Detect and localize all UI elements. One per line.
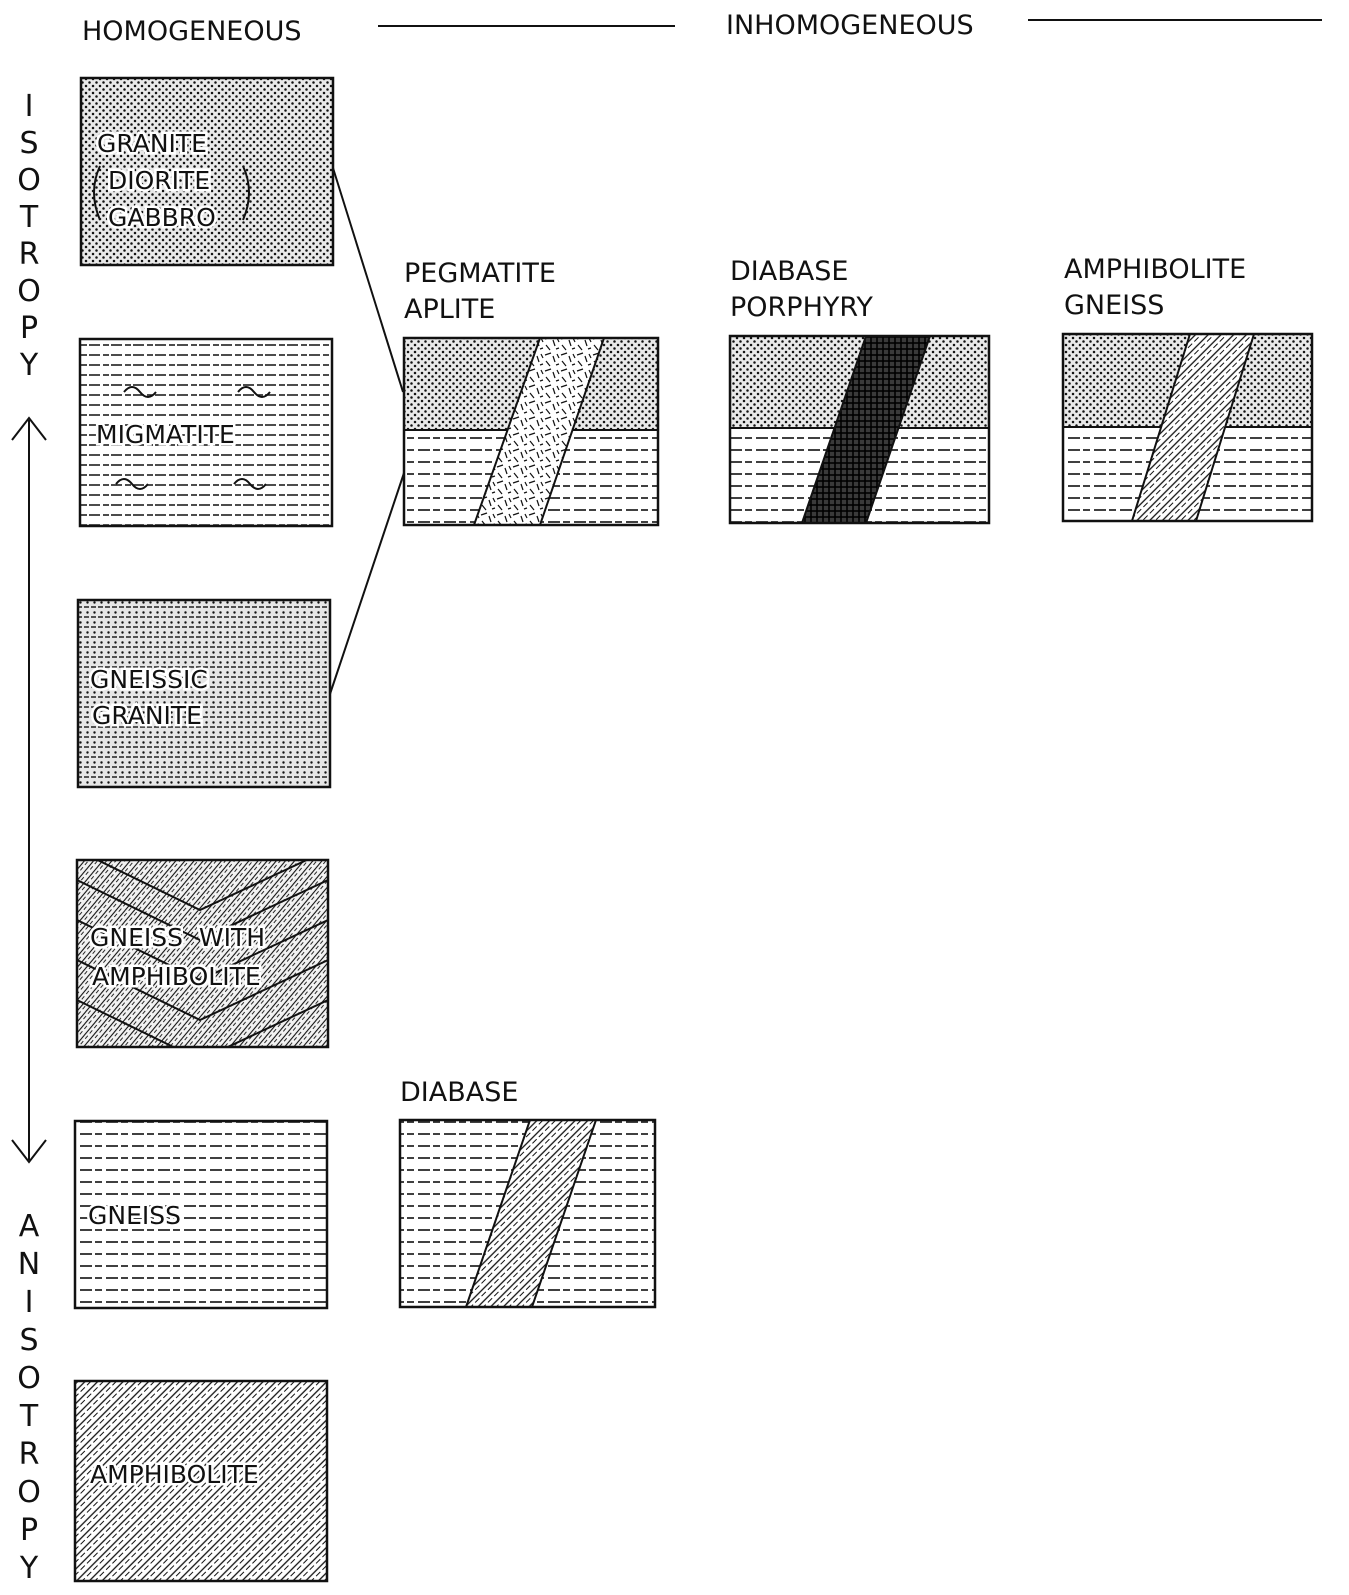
chevron-bands (77, 860, 328, 1047)
diabase-label: DIABASE (400, 1077, 518, 1108)
aplite-label: APLITE (404, 294, 495, 325)
amphibolite-label: AMPHIBOLITE (90, 1460, 259, 1489)
amphibolite-gneiss-label-2: GNEISS (1064, 290, 1164, 321)
gneissic-label: GNEISSIC (90, 665, 208, 694)
isotropy-letter-1: I (25, 89, 34, 124)
pegmatite-label: PEGMATITE (404, 258, 556, 289)
anisotropy-letter-5: O (17, 1361, 41, 1396)
isotropy-letter-4: T (19, 200, 39, 235)
migmatite-label: MIGMATITE (96, 420, 235, 449)
bracket-left (93, 165, 101, 221)
isotropy-letter-5: R (19, 237, 40, 272)
amphibolite-box: AMPHIBOLITE (73, 1379, 329, 1583)
gneiss-with-label: GNEISS WITH (90, 923, 265, 952)
gneissic-granite-label: GRANITE (92, 701, 202, 730)
isotropy-letter-7: P (20, 311, 38, 346)
header-inhomogeneous: INHOMOGENEOUS (726, 10, 974, 41)
isotropy-letter-2: S (19, 126, 38, 161)
amphibolite-line-label: AMPHIBOLITE (92, 962, 261, 991)
arrow-head-down (11, 1139, 47, 1164)
squiggle-2 (237, 386, 271, 398)
gneiss-box: GNEISS (73, 1119, 329, 1310)
anisotropy-letter-9: P (20, 1513, 38, 1548)
connector-gneissic-granite-to-pegmatite (329, 469, 406, 695)
granite-box: GRANITE DIORITE GABBRO (79, 76, 335, 267)
anisotropy-letter-2: N (18, 1247, 40, 1282)
migmatite-box: MIGMATITE (78, 337, 334, 528)
diabase-box (398, 1118, 657, 1309)
squiggle-4 (233, 478, 267, 490)
diabase-porphyry-label-1: DIABASE (730, 256, 848, 287)
bracket-right (242, 165, 250, 221)
anisotropy-letter-1: A (19, 1209, 40, 1244)
anisotropy-letter-10: Y (19, 1551, 39, 1586)
diabase-porphyry-label-2: PORPHYRY (730, 292, 873, 323)
granite-label: GRANITE (97, 129, 207, 158)
anisotropy-letter-6: T (19, 1399, 39, 1434)
arrow-head-up (11, 416, 47, 441)
header-homogeneous: HOMOGENEOUS (82, 16, 302, 47)
anisotropy-letter-7: R (19, 1437, 40, 1472)
connector-granite-to-pegmatite (332, 167, 404, 393)
gabbro-label: GABBRO (108, 203, 216, 232)
amphibolite-gneiss-label-1: AMPHIBOLITE (1064, 254, 1246, 285)
squiggle-1 (123, 386, 157, 398)
diorite-label: DIORITE (108, 166, 210, 195)
anisotropy-letter-4: S (19, 1323, 38, 1358)
anisotropy-letter-3: I (25, 1285, 34, 1320)
isotropy-letter-3: O (17, 163, 41, 198)
gneiss-with-amphibolite-box: GNEISS WITH AMPHIBOLITE (75, 858, 330, 1049)
gneiss-label: GNEISS (88, 1201, 181, 1230)
isotropy-letter-8: Y (19, 348, 39, 383)
gneissic-granite-box: GNEISSIC GRANITE (76, 598, 332, 789)
amphibolite-gneiss-box (1061, 332, 1314, 523)
anisotropy-letter-8: O (17, 1475, 41, 1510)
squiggle-3 (115, 478, 149, 490)
diabase-porphyry-box (728, 334, 991, 525)
isotropy-letter-6: O (17, 274, 41, 309)
pegmatite-aplite-box (402, 336, 660, 527)
